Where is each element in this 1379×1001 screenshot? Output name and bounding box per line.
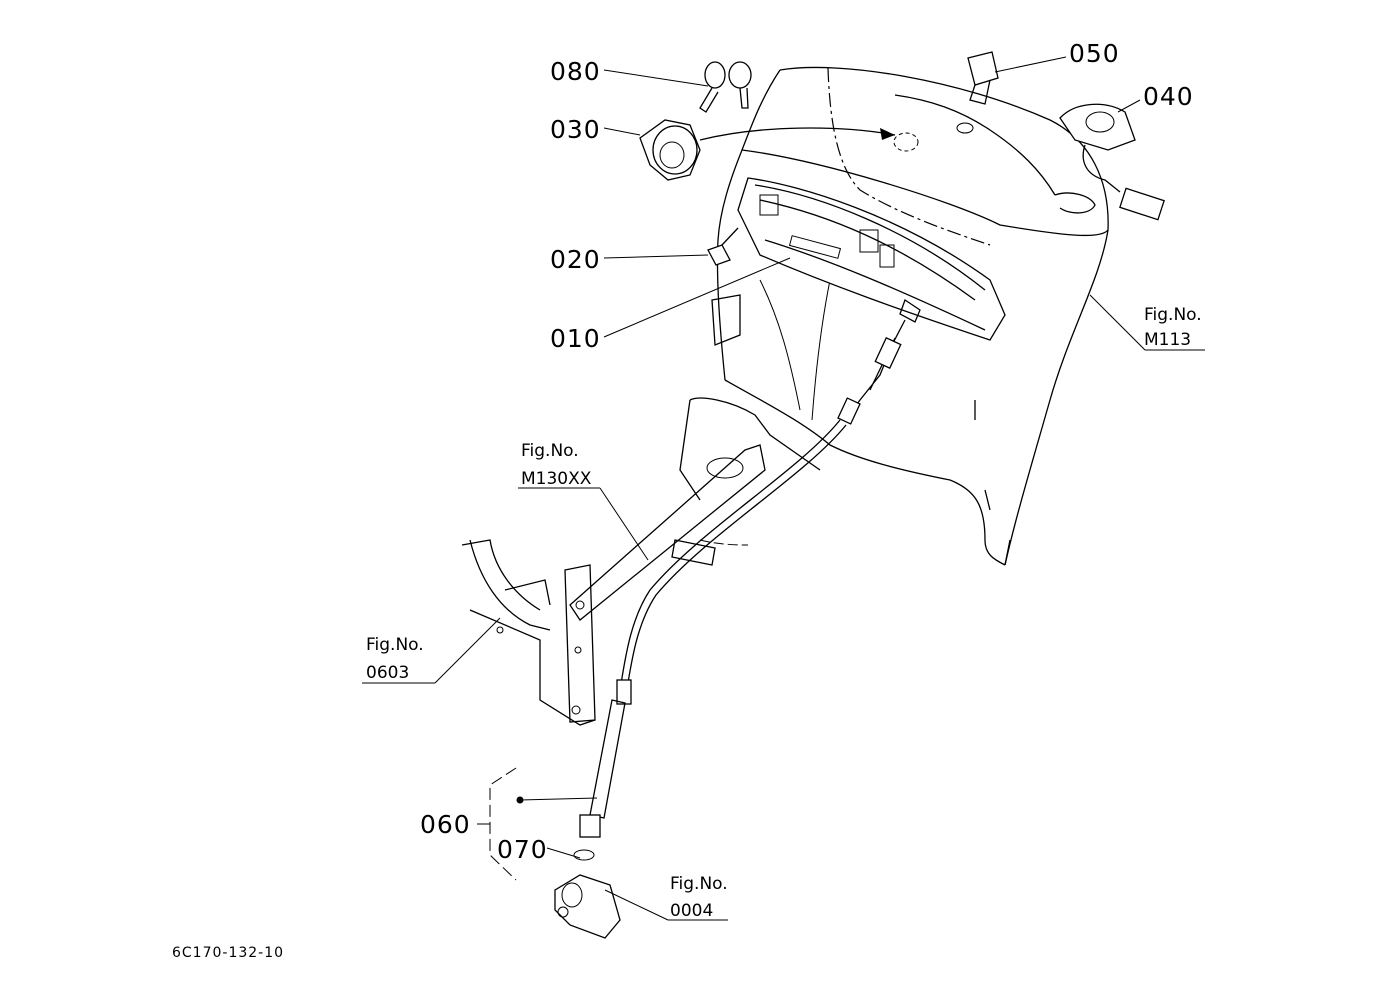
callout-030: 030 xyxy=(550,115,601,144)
meter-cable-drawing xyxy=(573,319,906,861)
figref-0603-prefix: Fig.No. xyxy=(366,635,424,655)
screw-drawing xyxy=(707,227,739,266)
reference-dot xyxy=(516,796,524,804)
gearbox-drawing xyxy=(554,874,621,939)
callout-040: 040 xyxy=(1143,82,1194,111)
callout-080: 080 xyxy=(550,57,601,86)
socket-drawing xyxy=(967,51,999,105)
figref-0004-prefix: Fig.No. xyxy=(670,874,728,894)
leader-lines xyxy=(362,56,1205,921)
figref-0603-number: 0603 xyxy=(366,663,409,683)
key-switch-drawing xyxy=(639,119,896,181)
callout-010: 010 xyxy=(550,324,601,353)
figref-m130xx-number: M130XX xyxy=(521,469,592,489)
key-drawing xyxy=(699,61,752,113)
bracket-drawing xyxy=(461,397,821,726)
callout-060: 060 xyxy=(420,810,471,839)
meter-panel-drawing xyxy=(737,177,1006,341)
figref-0004-number: 0004 xyxy=(670,901,713,921)
callout-020: 020 xyxy=(550,245,601,274)
dashboard-panel-drawing xyxy=(711,66,1109,566)
figref-m113-number: M113 xyxy=(1144,330,1191,350)
figref-m130xx-prefix: Fig.No. xyxy=(521,441,579,461)
callout-050: 050 xyxy=(1069,39,1120,68)
callout-070: 070 xyxy=(497,835,548,864)
buzzer-drawing xyxy=(1059,103,1165,221)
drawing-code: 6C170-132-10 xyxy=(172,945,284,961)
figref-m113-prefix: Fig.No. xyxy=(1144,305,1202,325)
